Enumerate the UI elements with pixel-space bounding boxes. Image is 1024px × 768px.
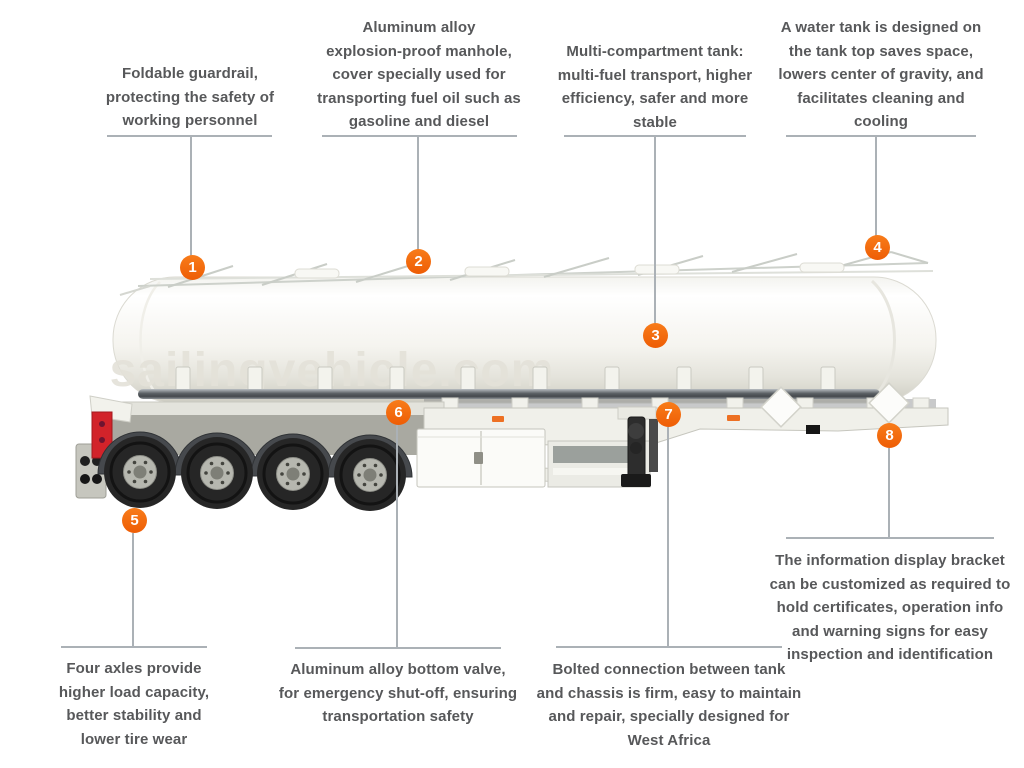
callout-2-number-badge: 2 [406,249,431,274]
manhole-covers [294,262,845,279]
callout-8-underline [786,537,994,539]
callout-5-number-badge: 5 [122,508,147,533]
callout-1-number-badge: 1 [180,255,205,280]
kingpin [806,425,820,434]
callout-8-leader-line [888,448,890,538]
callout-2-leader-line [417,135,419,251]
callout-4-leader-line [875,135,877,236]
callout-7-text: Bolted connection between tank and chass… [536,661,802,749]
toolbox [416,428,546,488]
callout-4-text: A water tank is designed on the tank top… [778,19,984,130]
callout-1-text: Foldable guardrail, protecting the safet… [105,65,275,129]
side-reflector [492,416,504,422]
callout-5-leader-line [132,533,134,647]
callout-7-leader-line [667,427,669,648]
callout-6-underline [295,647,501,649]
callout-1-underline [107,135,272,137]
callout-7-number-badge: 7 [656,402,681,427]
rear-bumper-and-tail-lights [75,395,133,499]
side-reflector [727,415,740,421]
wheel-fenders [97,431,413,478]
callout-6-number-badge: 6 [386,400,411,425]
callout-6-text: Aluminum alloy bottom valve, for emergen… [278,661,518,725]
callout-1-leader-line [190,135,192,257]
landing-gear [617,406,658,487]
chassis-frame [423,407,949,488]
callout-2-text: Aluminum alloy explosion-proof manhole, … [317,19,521,130]
callout-3-text: Multi-compartment tank: multi-fuel trans… [557,43,753,131]
callout-8-text: The information display bracket can be c… [769,552,1011,663]
callout-3-number-badge: 3 [643,323,668,348]
callout-6-leader-line [396,425,398,649]
callout-5-underline [61,646,207,648]
callout-8-number-badge: 8 [877,423,902,448]
callout-4-number-badge: 4 [865,235,890,260]
callout-5-text: Four axles provide higher load capacity,… [58,660,210,748]
callout-7-underline [556,646,782,648]
callout-2-underline [322,135,517,137]
callout-4-underline [786,135,976,137]
discharge-pipe [138,389,880,399]
callout-3-leader-line [654,135,656,325]
